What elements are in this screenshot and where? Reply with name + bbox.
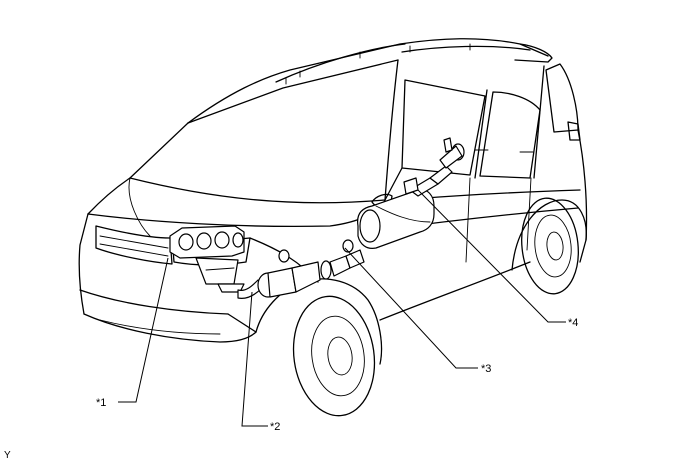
callout-leader-1: [118, 257, 169, 403]
corner-mark: Y: [4, 450, 11, 461]
callout-leader-3: [344, 247, 478, 369]
tail-pipe: [403, 137, 465, 197]
callout-leader-4: [417, 189, 566, 323]
callouts: *1 *2 *3 *4: [96, 189, 578, 433]
callout-label-2: *2: [270, 421, 280, 433]
center-exhaust-pipe: [278, 239, 365, 269]
callout-leader-2: [241, 291, 268, 427]
callout-label-1: *1: [96, 397, 106, 409]
callout-label-4: *4: [568, 317, 578, 329]
exhaust-manifold: [169, 225, 245, 285]
muffler: [357, 189, 435, 249]
front-exhaust-pipe: [217, 255, 351, 299]
callout-label-3: *3: [481, 363, 491, 375]
exhaust-system: [169, 137, 465, 299]
vehicle-outline: [78, 38, 588, 417]
